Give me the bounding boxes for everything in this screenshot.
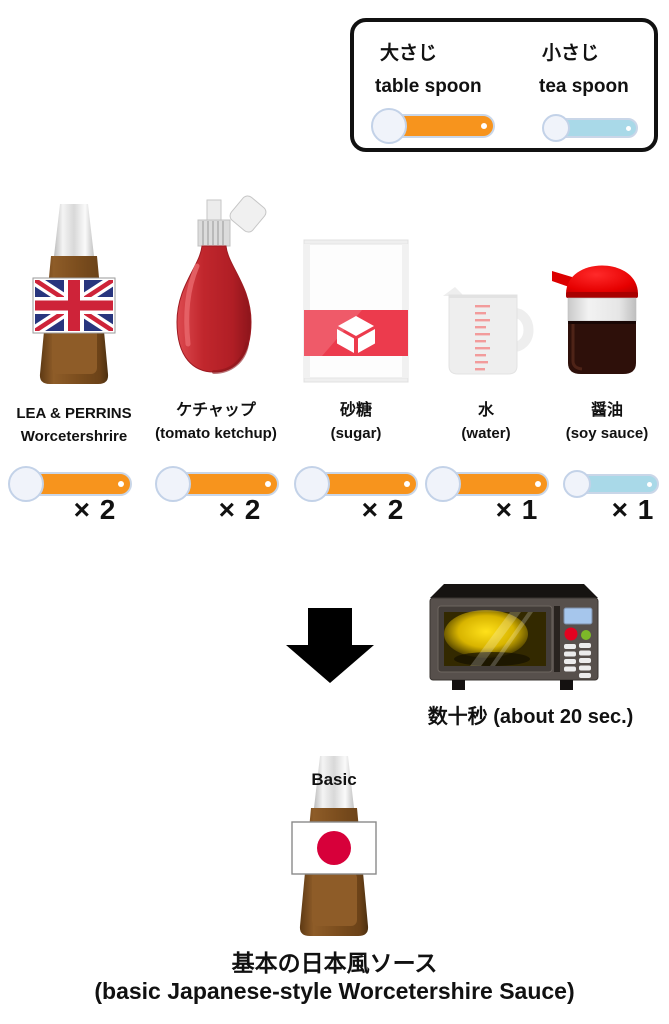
microwave-keypad <box>564 643 591 678</box>
teaspoon-icon <box>563 470 659 498</box>
ingredient-label-ketchup: ケチャップ (tomato ketchup) <box>155 402 277 442</box>
ingredient-label-sugar: 砂糖 (sugar) <box>330 402 382 442</box>
measuring-cup-icon <box>443 287 534 375</box>
legend-box: 大さじ table spoon 小さじ tea spoon <box>350 18 658 152</box>
tablespoon-icon <box>371 108 495 144</box>
union-jack-flag <box>32 277 116 334</box>
amount-label: × 2 <box>361 494 405 525</box>
result-title-jp: 基本の日本風ソース <box>231 950 438 976</box>
tablespoon-icon <box>8 466 132 502</box>
amount-label: × 1 <box>495 494 539 525</box>
sugar-cube-icon <box>337 316 375 353</box>
sugar-bag-icon <box>303 239 409 383</box>
soy-sauce-dispenser-icon <box>552 265 638 374</box>
amount-label: × 2 <box>73 494 117 525</box>
microwave-caption: 数十秒 (about 20 sec.) <box>427 706 634 728</box>
tablespoon-icon <box>294 466 418 502</box>
tablespoon-icon <box>155 466 279 502</box>
microwave-red-button <box>564 627 578 641</box>
basic-cap-label: Basic <box>311 770 357 789</box>
tablespoon-icon <box>425 466 549 502</box>
microwave-display <box>563 607 593 625</box>
worcestershire-bottle-icon <box>32 204 116 384</box>
microwave-icon <box>429 584 599 690</box>
ingredient-label-worcestershire: LEA & PERRINS Worcetershrire <box>16 405 132 445</box>
down-arrow-icon <box>286 608 374 683</box>
amount-label: × 2 <box>218 494 262 525</box>
ingredient-label-water: 水 (water) <box>461 402 511 442</box>
amount-label: × 1 <box>611 494 655 525</box>
ketchup-bottle-icon <box>176 195 267 374</box>
teaspoon-icon <box>542 114 638 142</box>
tablespoon-label-en: table spoon <box>375 76 482 97</box>
measuring-ticks <box>475 305 490 371</box>
microwave-green-button <box>581 630 591 640</box>
tablespoon-label-jp: 大さじ <box>380 43 438 64</box>
result-title-en: (basic Japanese-style Worcetershire Sauc… <box>94 978 575 1004</box>
japan-flag <box>291 821 377 875</box>
ingredient-label-soy-sauce: 醤油 (soy sauce) <box>565 402 649 442</box>
teaspoon-label-jp: 小さじ <box>542 43 600 64</box>
result-bottle-icon <box>291 756 377 936</box>
teaspoon-label-en: tea spoon <box>539 76 629 97</box>
ketchup-flip-lid <box>229 195 267 233</box>
